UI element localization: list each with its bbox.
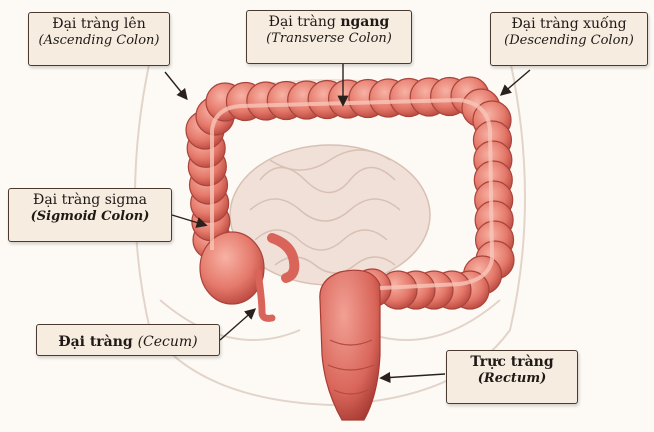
label-rectum-vn: Trực tràng — [455, 354, 569, 371]
label-cecum-en: (Cecum) — [138, 334, 198, 350]
cecum-pouch — [200, 232, 264, 304]
label-descending-en: (Descending Colon) — [499, 33, 639, 49]
appendix — [258, 272, 272, 318]
label-rectum-en: (Rectum) — [455, 371, 569, 387]
label-transverse-colon: Đại tràng ngang (Transverse Colon) — [246, 10, 412, 64]
label-sigmoid-en: (Sigmoid Colon) — [17, 209, 163, 225]
label-sigmoid-vn: Đại tràng sigma — [17, 192, 163, 209]
label-transverse-en: (Transverse Colon) — [255, 31, 403, 47]
label-descending-colon: Đại tràng xuống (Descending Colon) — [490, 12, 648, 66]
label-transverse-vn-strong: ngang — [340, 14, 389, 30]
label-descending-vn: Đại tràng xuống — [499, 16, 639, 33]
label-ascending-colon: Đại tràng lên (Ascending Colon) — [28, 12, 170, 66]
label-rectum: Trực tràng (Rectum) — [446, 350, 578, 404]
label-ascending-en: (Ascending Colon) — [37, 33, 161, 49]
label-sigmoid-colon: Đại tràng sigma (Sigmoid Colon) — [8, 188, 172, 242]
label-cecum: Đại tràng (Cecum) — [36, 324, 220, 356]
label-cecum-vn: Đại tràng — [58, 334, 137, 350]
label-transverse-vn-prefix: Đại tràng — [269, 14, 341, 30]
label-ascending-vn: Đại tràng lên — [37, 16, 161, 33]
